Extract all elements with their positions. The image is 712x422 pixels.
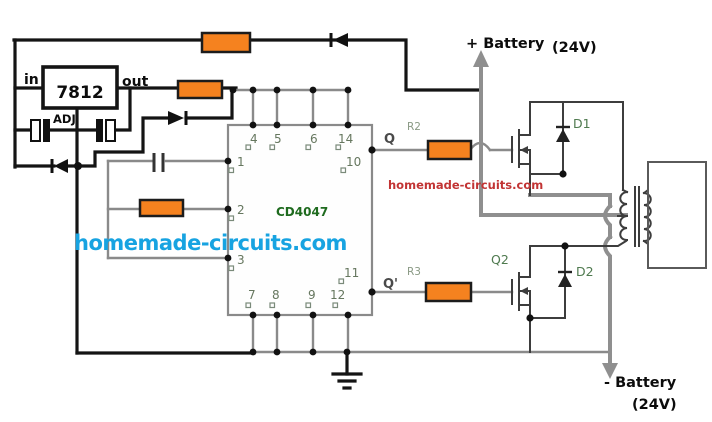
diode-d2 (558, 245, 572, 319)
battery-negative-voltage: (24V) (632, 397, 677, 413)
ic-part-label: CD4047 (276, 205, 328, 219)
timing-capacitor (152, 153, 165, 172)
junction-dots (74, 86, 569, 356)
pin-2: 2 (237, 203, 245, 217)
r3-label: R3 (407, 266, 421, 278)
pin-7: 7 (248, 288, 256, 302)
regulator-part-label: 7812 (56, 83, 103, 103)
ground-symbol (331, 350, 363, 390)
qbar-output-label: Q' (383, 277, 398, 292)
resistor-timing (138, 198, 185, 218)
output-load-box (647, 161, 707, 269)
pin-14: 14 (338, 132, 353, 146)
ic-pin-pads (228, 144, 347, 309)
pin-8: 8 (272, 288, 280, 302)
r2-label: R2 (407, 121, 421, 133)
battery-positive-label: + Battery (466, 36, 545, 52)
protection-diode-mid (168, 111, 188, 125)
battery-negative-arrow (602, 363, 618, 379)
filter-capacitor-left (30, 119, 50, 142)
d1-label: D1 (573, 116, 591, 131)
regulator-in-label: in (24, 72, 39, 88)
pin-12: 12 (330, 288, 345, 302)
filter-capacitor-right (96, 119, 116, 142)
pin-3: 3 (237, 253, 245, 267)
battery-negative-label: - Battery (604, 375, 677, 391)
resistor-supply-top (200, 31, 252, 54)
resistor-r2 (426, 139, 473, 161)
ic-cd4047: CD4047 4 5 6 14 1 2 3 10 11 7 8 9 12 (226, 123, 374, 317)
resistor-regulator-out (176, 79, 224, 100)
pin-1: 1 (237, 155, 245, 169)
pin-6: 6 (310, 132, 318, 146)
battery-positive-voltage: (24V) (552, 40, 597, 56)
resistors (138, 31, 473, 303)
mosfet-q1 (511, 101, 624, 196)
resistor-r3 (424, 281, 473, 303)
protection-diode-left (50, 159, 68, 173)
battery-positive-arrow (473, 50, 489, 67)
q2-label: Q2 (491, 252, 509, 267)
regulator-out-label: out (122, 74, 149, 90)
diode-d1 (556, 101, 570, 175)
battery-bus (473, 50, 628, 379)
pin-4: 4 (250, 132, 258, 146)
pin-9: 9 (308, 288, 316, 302)
voltage-regulator-7812: 7812 (41, 65, 119, 110)
d2-label: D2 (576, 264, 594, 279)
ic-pin-numbers: 4 5 6 14 1 2 3 10 11 7 8 9 12 (237, 132, 361, 302)
watermark-red: homemade-circuits.com (388, 178, 543, 192)
pin-5: 5 (274, 132, 282, 146)
supply-diode-top (329, 33, 348, 47)
q-output-label: Q (384, 132, 395, 147)
regulator-adj-label: ADJ (53, 112, 76, 126)
watermark-blue: homemade-circuits.com (74, 231, 347, 255)
pin-10: 10 (346, 155, 361, 169)
pin-11: 11 (344, 266, 359, 280)
